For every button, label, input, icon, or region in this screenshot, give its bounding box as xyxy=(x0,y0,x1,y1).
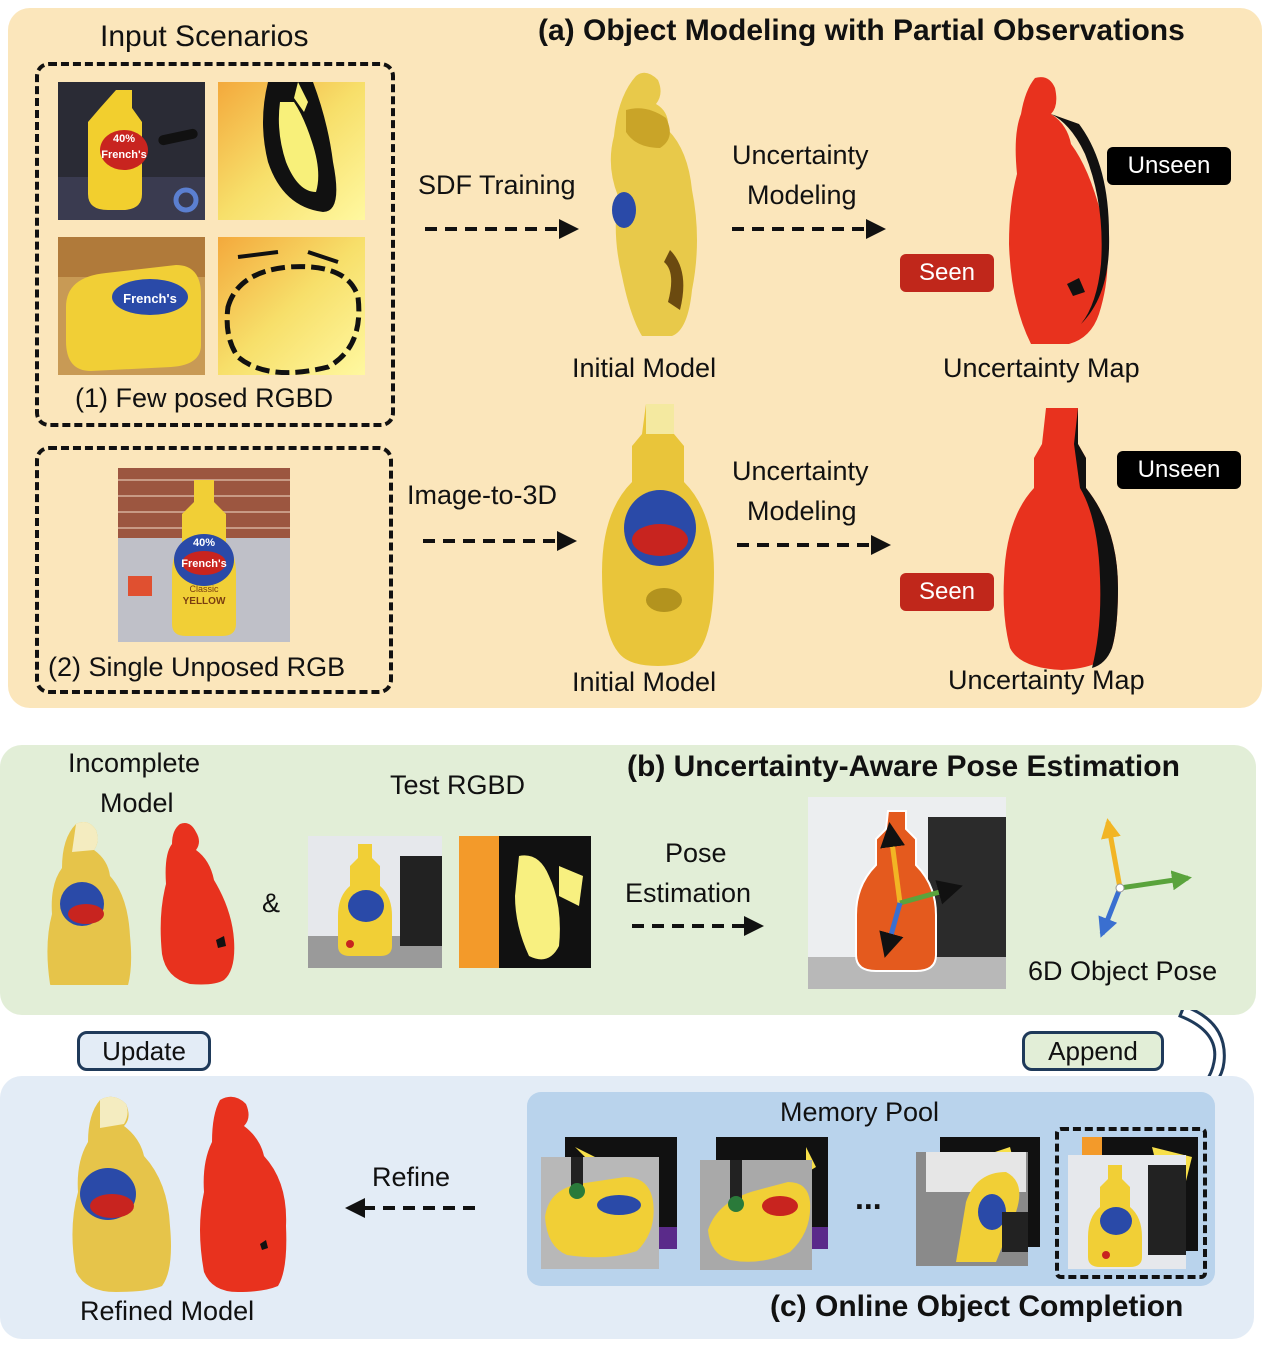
pose-result-image xyxy=(808,797,1006,989)
rgb-single-image: 40% French's Classic YELLOW xyxy=(118,468,290,642)
uncertainty-map-caption-1: Uncertainty Map xyxy=(943,353,1140,383)
rgb-image-2: French's xyxy=(58,237,205,375)
label-variety-2: YELLOW xyxy=(183,596,226,607)
test-depth-image xyxy=(459,836,591,968)
label-badge-text: 40% xyxy=(113,133,135,145)
mustard-bottle-photo-3: 40% French's Classic YELLOW xyxy=(118,468,290,642)
test-rgb-image xyxy=(308,836,442,968)
refined-model-uncertainty xyxy=(200,1096,287,1292)
initial-model-sdf xyxy=(610,72,697,337)
initial-model-image-to-3d xyxy=(602,404,714,666)
section-a-title: (a) Object Modeling with Partial Observa… xyxy=(538,14,1185,47)
image-to-3d-label: Image-to-3D xyxy=(407,480,558,510)
memory-ellipsis: ... xyxy=(855,1180,882,1216)
mustard-bottle-photo-2: French's xyxy=(58,237,205,371)
refine-arrow xyxy=(345,1198,475,1218)
memory-frame-1-scene xyxy=(545,1157,654,1258)
new-frame-highlight-box xyxy=(1055,1127,1207,1279)
uncertainty-label-2b: Modeling xyxy=(747,496,857,526)
pose-estimation-label-1: Pose xyxy=(665,838,727,868)
test-rgbd-label: Test RGBD xyxy=(390,770,526,800)
scenario1-box xyxy=(35,62,395,427)
depth-map-1 xyxy=(218,82,365,220)
unseen-tag-1: Unseen xyxy=(1107,147,1231,185)
unseen-tag-2: Unseen xyxy=(1117,451,1241,489)
pose-caption: 6D Object Pose xyxy=(1028,956,1218,986)
scenario2-box xyxy=(35,446,393,694)
input-scenarios-label: Input Scenarios xyxy=(100,20,309,53)
section-b-title: (b) Uncertainty-Aware Pose Estimation xyxy=(627,750,1180,783)
sdf-training-arrow xyxy=(425,219,579,239)
uncertainty-label-1a: Uncertainty xyxy=(732,140,869,170)
memory-frame-2-rgb xyxy=(700,1160,812,1270)
uncertainty-label-1b: Modeling xyxy=(747,180,857,210)
uncertainty-label-2a: Uncertainty xyxy=(732,456,869,486)
pose-estimation-arrow xyxy=(632,916,764,936)
memory-frame-1-rgb xyxy=(541,1157,659,1269)
ampersand: & xyxy=(262,888,281,918)
memory-frame-2-scene xyxy=(708,1160,811,1262)
incomplete-model-label-1: Incomplete xyxy=(68,748,201,778)
seen-tag-1: Seen xyxy=(900,254,994,292)
memory-frame-4-rgb xyxy=(1068,1155,1186,1269)
memory-frame-4-scene xyxy=(1088,1165,1186,1267)
sdf-training-label: SDF Training xyxy=(418,170,576,200)
refine-label: Refine xyxy=(372,1162,451,1192)
uncertainty-map-caption-2: Uncertainty Map xyxy=(948,665,1145,695)
refined-model-textured xyxy=(72,1096,171,1292)
pose-axes-icon xyxy=(1098,818,1192,938)
scenario1-caption: (1) Few posed RGBD xyxy=(75,383,334,413)
pose-estimation-label-2: Estimation xyxy=(625,878,752,908)
incomplete-model-textured xyxy=(47,822,132,985)
label-variety-1: Classic xyxy=(189,584,219,594)
memory-frame-3-scene xyxy=(926,1152,1028,1262)
incomplete-model-label-2: Model xyxy=(100,788,174,818)
depth-image-1 xyxy=(218,82,365,220)
depth-map-2 xyxy=(218,237,365,375)
depth-image-2 xyxy=(218,237,365,375)
uncertainty-map-image-to-3d xyxy=(1003,408,1118,670)
test-rgb-scene xyxy=(308,844,442,968)
append-label: Append xyxy=(1022,1031,1164,1071)
label-brand-text: French's xyxy=(101,149,146,161)
mustard-bottle-photo-1: 40% French's xyxy=(58,90,205,220)
label-brand-text-2: French's xyxy=(123,291,177,306)
scenario2-caption: (2) Single Unposed RGB xyxy=(48,652,346,682)
label-brand-text-3: French's xyxy=(181,558,226,570)
uncertainty-arrow-1 xyxy=(732,219,886,239)
initial-model-caption-1: Initial Model xyxy=(572,353,717,383)
label-badge-text-3: 40% xyxy=(193,537,215,549)
refined-model-caption: Refined Model xyxy=(80,1296,255,1326)
image-to-3d-arrow xyxy=(423,531,577,551)
update-label: Update xyxy=(77,1031,211,1071)
incomplete-model-uncertainty xyxy=(160,823,235,985)
pose-overlay-scene xyxy=(808,810,1006,989)
memory-frame-3-rgb xyxy=(916,1152,1028,1266)
uncertainty-arrow-2 xyxy=(737,535,891,555)
rgb-image-1: 40% French's xyxy=(58,82,205,220)
uncertainty-map-sdf xyxy=(1009,77,1110,344)
section-c-title: (c) Online Object Completion xyxy=(770,1290,1184,1323)
initial-model-caption-2: Initial Model xyxy=(572,667,717,697)
test-depth-map xyxy=(459,836,591,968)
seen-tag-2: Seen xyxy=(900,573,994,611)
memory-pool-label: Memory Pool xyxy=(780,1097,940,1127)
